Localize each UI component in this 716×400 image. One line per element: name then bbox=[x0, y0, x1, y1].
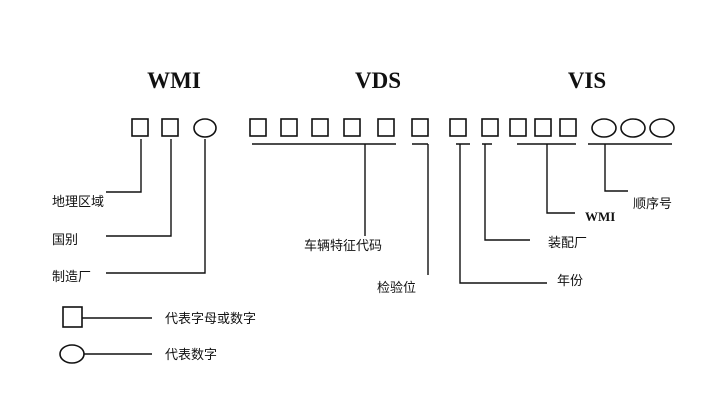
vis-section-title: VIS bbox=[568, 68, 606, 93]
vis-circle-2 bbox=[620, 118, 646, 138]
country-connector bbox=[106, 139, 172, 237]
manufacturer-connector bbox=[106, 139, 206, 274]
vis-square-4 bbox=[534, 118, 552, 137]
region-connector bbox=[106, 139, 142, 193]
wmi-section-title: WMI bbox=[147, 68, 201, 93]
vds-square-1 bbox=[249, 118, 267, 137]
wmi-circle bbox=[193, 118, 217, 138]
assembly-plant-label: 装配厂 bbox=[548, 236, 587, 251]
model-year-square bbox=[449, 118, 467, 137]
vehicle-features-label: 车辆特征代码 bbox=[304, 238, 382, 254]
vds-square-5 bbox=[377, 118, 395, 137]
vis-wmi-label: WMI bbox=[585, 209, 615, 224]
model-year-connector bbox=[456, 143, 547, 284]
manufacturer-label: 制造厂 bbox=[52, 270, 91, 285]
check-digit-connector bbox=[412, 143, 429, 275]
wmi-square-1 bbox=[131, 118, 149, 137]
sequence-label: 顺序号 bbox=[633, 197, 672, 212]
legend-circle-icon bbox=[59, 344, 85, 364]
model-year-label: 年份 bbox=[557, 274, 583, 289]
legend-square-text: 代表字母或数字 bbox=[165, 312, 256, 327]
check-digit-label: 检验位 bbox=[377, 280, 416, 296]
sequence-connector bbox=[604, 144, 628, 192]
wmi-square-2 bbox=[161, 118, 179, 137]
vis-square-5 bbox=[559, 118, 577, 137]
legend-circle-text: 代表数字 bbox=[165, 348, 217, 363]
vis-circle-1 bbox=[591, 118, 617, 138]
assembly-plant-connector bbox=[482, 143, 530, 241]
assembly-plant-square bbox=[481, 118, 499, 137]
vis-square-3 bbox=[509, 118, 527, 137]
vds-square-3 bbox=[311, 118, 329, 137]
vds-square-4 bbox=[343, 118, 361, 137]
country-label: 国别 bbox=[52, 233, 78, 248]
vis-circle-3 bbox=[649, 118, 675, 138]
region-label: 地理区域 bbox=[52, 195, 104, 210]
vis-wmi-connector bbox=[546, 144, 575, 214]
vds-square-2 bbox=[280, 118, 298, 137]
legend-square-icon bbox=[62, 306, 83, 328]
vds-section-title: VDS bbox=[355, 68, 401, 93]
check-digit-square bbox=[411, 118, 429, 137]
